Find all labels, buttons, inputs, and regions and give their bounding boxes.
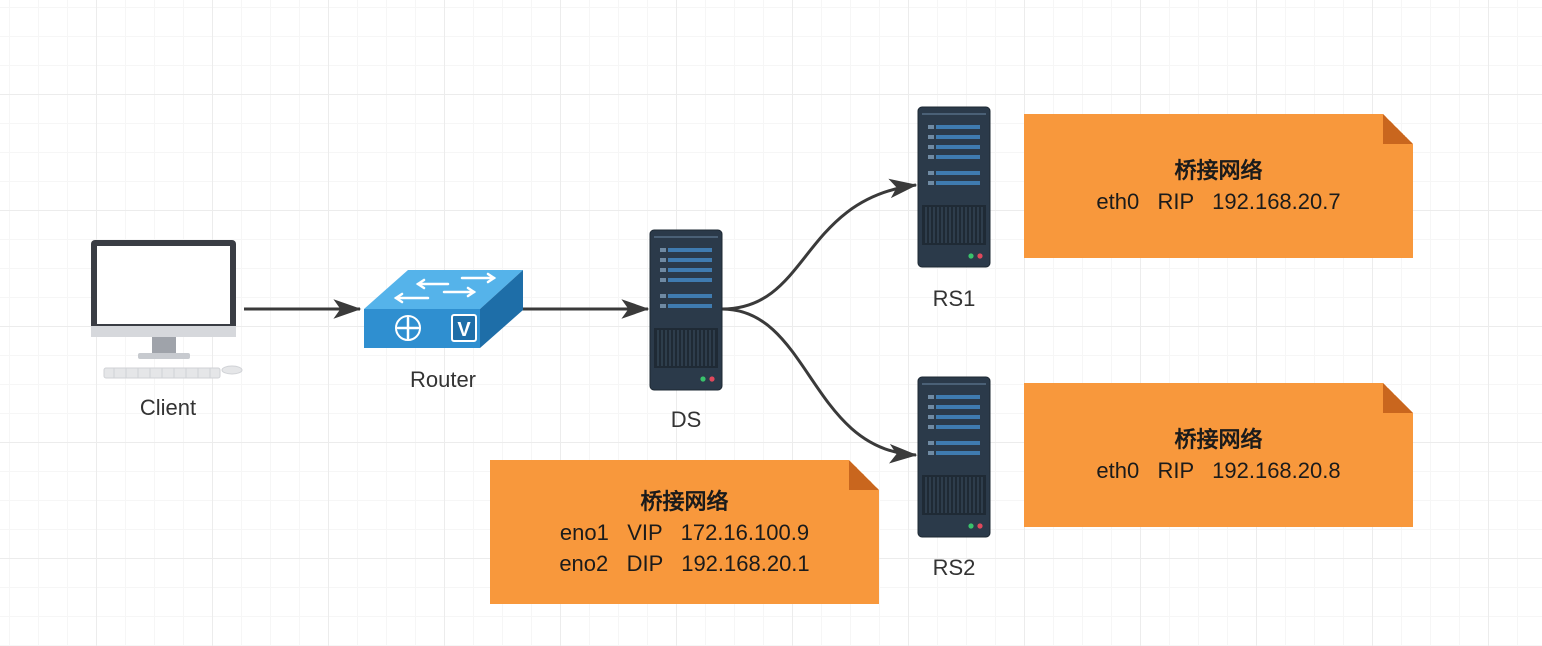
desktop-computer-icon (91, 240, 243, 379)
rs2-note-line-rip: eth0 RIP 192.168.20.8 (1096, 458, 1341, 483)
ds-server-icon (649, 229, 723, 391)
rs1-note-title: 桥接网络 (1174, 158, 1263, 183)
client-label: Client (139, 395, 197, 420)
router-badge: V (457, 319, 471, 341)
ds-note-line-dip: eno2 DIP 192.168.20.1 (559, 550, 810, 576)
edge-ds-rs2 (721, 307, 918, 464)
edge-ds-rs1 (721, 178, 918, 311)
ds-note: 桥接网络 eno1 VIP 172.16.100.9 eno2 DIP 192.… (490, 460, 879, 604)
ds-label: DS (670, 407, 702, 432)
router-label: Router (409, 367, 477, 392)
ds-note-title: 桥接网络 (640, 488, 729, 514)
router-switch-icon (364, 270, 523, 348)
rs1-note: 桥接网络 eth0 RIP 192.168.20.7 (1024, 114, 1413, 258)
rs1-note-line-rip: eth0 RIP 192.168.20.7 (1096, 189, 1341, 214)
rs1-label: RS1 (932, 286, 976, 311)
rs2-note-title: 桥接网络 (1174, 427, 1263, 452)
ds-note-line-vip: eno1 VIP 172.16.100.9 (559, 519, 810, 545)
rs1-server-icon (917, 106, 991, 268)
rs2-note: 桥接网络 eth0 RIP 192.168.20.8 (1024, 383, 1413, 527)
rs2-label: RS2 (932, 555, 976, 580)
rs2-server-icon (917, 376, 991, 538)
